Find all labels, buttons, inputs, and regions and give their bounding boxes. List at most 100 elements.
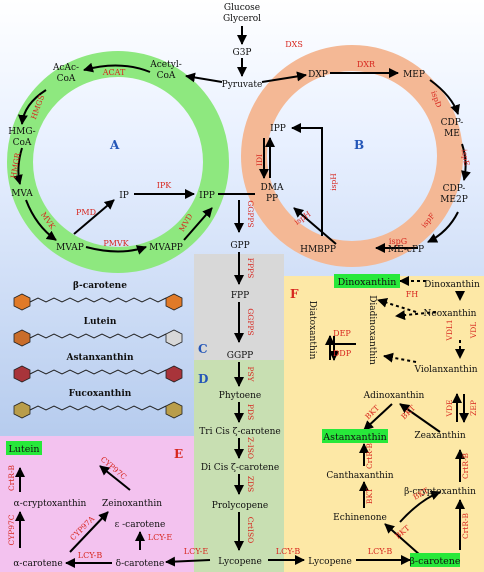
node-lycopene-right: Lycopene xyxy=(308,557,352,567)
enzyme-zds: ZDS xyxy=(246,476,255,492)
node-glycerol: Glycerol xyxy=(223,14,261,24)
node-cdp-me2p-line2: ME2P xyxy=(440,195,468,205)
structure-lutein xyxy=(13,329,183,347)
astaxanthin-highlight xyxy=(322,429,388,443)
enzyme-ggpps-2: GGPPS xyxy=(246,308,255,335)
enzyme-ggpps-1: GGPPS xyxy=(246,200,255,227)
enzyme-zep: ZEP xyxy=(469,400,478,416)
enzyme-dxr: DXR xyxy=(357,60,376,69)
node-di-cis-zeta-carotene: Di Cis ζ-carotene xyxy=(201,463,279,473)
node-cdp-me-line2: ME xyxy=(444,129,460,139)
node-acetyl-coa-line1: Acetyl- xyxy=(149,60,182,70)
mva-pathway-ring xyxy=(7,51,229,273)
node-dmapp-line2: PP xyxy=(266,194,278,204)
panel-e xyxy=(0,436,194,572)
node-ipp-mva: IPP xyxy=(199,191,215,201)
node-alpha-cryptoxanthin: α-cryptoxanthin xyxy=(14,499,87,509)
node-diatoxanthin: Diatoxanthin xyxy=(307,301,317,360)
enzyme-vdl: VDL xyxy=(469,322,478,339)
node-phytoene: Phytoene xyxy=(219,391,261,401)
structure-label-fucoxanthin: Fucoxanthin xyxy=(69,389,132,399)
node-adinoxanthin: Adinoxanthin xyxy=(363,391,425,401)
node-lutein: Lutein xyxy=(8,444,39,455)
enzyme-ddp: DDP xyxy=(333,349,352,358)
enzyme-fpps: FPPS xyxy=(246,258,255,278)
structure-beta-carotene xyxy=(13,293,183,311)
dotted-arrows xyxy=(377,276,465,363)
enzyme-isph-2: ispH xyxy=(329,173,338,191)
node-cdp-me2p-line1: CDP- xyxy=(443,184,466,194)
node-ipp-mep: IPP xyxy=(270,124,286,134)
enzyme-lcy-b-3: LCY-B xyxy=(78,551,103,560)
enzyme-fh: FH xyxy=(406,290,419,299)
enzyme-vde: VDE xyxy=(445,400,454,418)
node-violanxanthin: Violanxanthin xyxy=(413,365,477,375)
node-ggpp: GGPP xyxy=(227,351,254,361)
pathway-arrows xyxy=(12,26,471,568)
node-diadinoxanthin: Diadinoxanthin xyxy=(367,295,377,365)
section-d-label: D xyxy=(198,372,208,386)
enzyme-pmvk: PMVK xyxy=(103,239,129,248)
enzyme-lcy-e-2: LCY-E xyxy=(148,533,173,542)
dinoxanthin-highlight xyxy=(334,274,400,288)
structure-label-lutein: Lutein xyxy=(84,317,117,327)
node-gpp: GPP xyxy=(230,241,249,251)
node-acac-coa-line2: CoA xyxy=(57,74,76,84)
node-lycopene-center: Lycopene xyxy=(218,557,262,567)
enzyme-lcy-b-2: LCY-B xyxy=(368,547,393,556)
node-zeaxanthin: Zeaxanthin xyxy=(414,431,465,441)
node-dinoxanthin-plain: Dinoxanthin xyxy=(424,280,480,290)
node-mvapp: MVAPP xyxy=(149,243,183,253)
node-cdp-me-line1: CDP- xyxy=(441,118,464,128)
node-dxp: DXP xyxy=(308,70,328,80)
node-hmbpp: HMBPP xyxy=(300,245,336,255)
enzyme-crtr-b-4: CrtR-B xyxy=(461,452,470,479)
node-dmapp-line1: DMA xyxy=(261,183,284,193)
enzyme-crtr-b-1: CrtR-B xyxy=(7,464,16,491)
node-pyruvate: Pyruvate xyxy=(222,80,263,90)
structure-astaxanthin xyxy=(13,365,183,383)
node-prolycopene: Prolycopene xyxy=(212,501,268,511)
node-tri-cis-zeta-carotene: Tri Cis ζ-carotene xyxy=(199,427,280,437)
section-e-label: E xyxy=(174,447,183,461)
node-delta-carotene: δ-carotene xyxy=(116,559,165,569)
section-f-label: F xyxy=(290,287,299,301)
node-alpha-carotene: α-carotene xyxy=(13,559,62,569)
structure-label-astaxanthin: Astanxanthin xyxy=(66,353,134,363)
beta-carotene-highlight xyxy=(410,553,460,567)
node-beta-cryptoxanthin: β-cryptoxanthin xyxy=(404,487,476,497)
structure-fucoxanthin xyxy=(13,401,183,419)
enzyme-hmgr: HMGR xyxy=(9,152,22,179)
node-mva: MVA xyxy=(11,189,33,199)
enzyme-psy: PSY xyxy=(246,366,255,382)
enzyme-idi: IDI xyxy=(255,154,264,166)
enzyme-crtiso: CrtISO xyxy=(246,517,255,544)
enzyme-pmd: PMD xyxy=(76,208,96,217)
node-epsilon-carotene: ε -carotene xyxy=(115,520,166,530)
structures-panel: β-carotene Lutein Astanxanthin Fucoxanth… xyxy=(13,281,183,419)
node-astaxanthin: Astanxanthin xyxy=(322,432,387,443)
enzyme-cyp97c-1: CYP97C xyxy=(7,514,16,545)
node-mvap: MVAP xyxy=(56,243,84,253)
node-echinenone: Echinenone xyxy=(333,513,387,523)
node-ip: IP xyxy=(119,191,129,201)
enzyme-acat: ACAT xyxy=(102,68,126,77)
node-dinoxanthin-highlighted: Dinoxanthin xyxy=(338,277,397,288)
enzyme-dep: DEP xyxy=(333,329,351,338)
node-fpp: FPP xyxy=(231,291,249,301)
enzyme-crtr-b-3: CrtR-B xyxy=(461,512,470,539)
node-me-cpp: ME-cPP xyxy=(388,245,424,255)
enzyme-dxs: DXS xyxy=(285,40,303,49)
section-b-label: B xyxy=(354,138,364,152)
node-hmg-coa-line1: HMG- xyxy=(8,127,35,137)
node-zeinoxanthin: Zeinoxanthin xyxy=(102,499,162,509)
enzyme-ispe: ispE xyxy=(460,149,472,167)
mep-pathway-ring xyxy=(241,45,463,267)
enzyme-pds: PDS xyxy=(246,404,255,420)
enzyme-lcy-e-1: LCY-E xyxy=(184,547,209,556)
enzyme-ipk: IPK xyxy=(157,181,173,190)
node-glucose: Glucose xyxy=(224,3,260,13)
lutein-highlight xyxy=(6,441,42,455)
enzyme-bkt-2: BKT xyxy=(365,488,374,504)
